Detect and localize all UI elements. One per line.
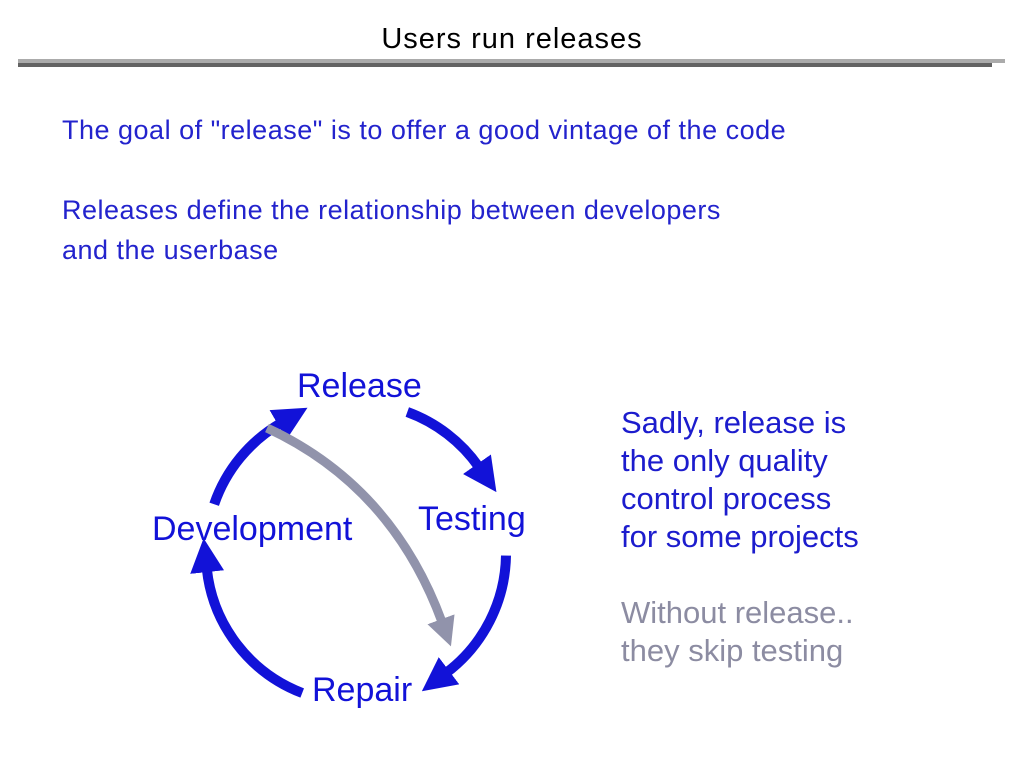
- page-title: Users run releases: [381, 23, 643, 55]
- side-note-skip-testing-line1: Without release..: [621, 595, 854, 630]
- intro-text-relationship: Releases define the relationship between…: [62, 190, 721, 270]
- side-note-skip-testing: Without release.. they skip testing: [621, 594, 854, 670]
- node-label-development: Development: [152, 510, 353, 548]
- title-divider: [18, 59, 1005, 67]
- intro-text-relationship-line1: Releases define the relationship between…: [62, 195, 721, 225]
- side-note-quality-line1: Sadly, release is: [621, 405, 847, 440]
- arc-release-to-testing: [405, 407, 497, 493]
- divider-light-band: [18, 59, 1005, 63]
- arc-repair-to-development: [190, 538, 304, 698]
- node-label-testing: Testing: [418, 500, 526, 538]
- side-note-quality-line2: the only quality: [621, 443, 828, 478]
- divider-dark-band: [18, 63, 992, 67]
- release-cycle-arrows: [190, 407, 511, 698]
- intro-text-relationship-line2: and the userbase: [62, 235, 279, 265]
- release-cycle-diagram: Release Testing Development Repair: [140, 355, 570, 725]
- side-note-quality: Sadly, release is the only quality contr…: [621, 404, 859, 556]
- node-label-repair: Repair: [312, 671, 413, 709]
- node-label-release: Release: [297, 367, 422, 405]
- side-note-quality-line4: for some projects: [621, 519, 859, 554]
- shortcut-arrow-release-to-repair: [265, 423, 455, 647]
- side-note-skip-testing-line2: they skip testing: [621, 633, 844, 668]
- arc-development-to-release: [209, 407, 308, 506]
- side-note-quality-line3: control process: [621, 481, 832, 516]
- arc-testing-to-repair: [421, 555, 511, 692]
- intro-text-goal: The goal of "release" is to offer a good…: [62, 115, 787, 145]
